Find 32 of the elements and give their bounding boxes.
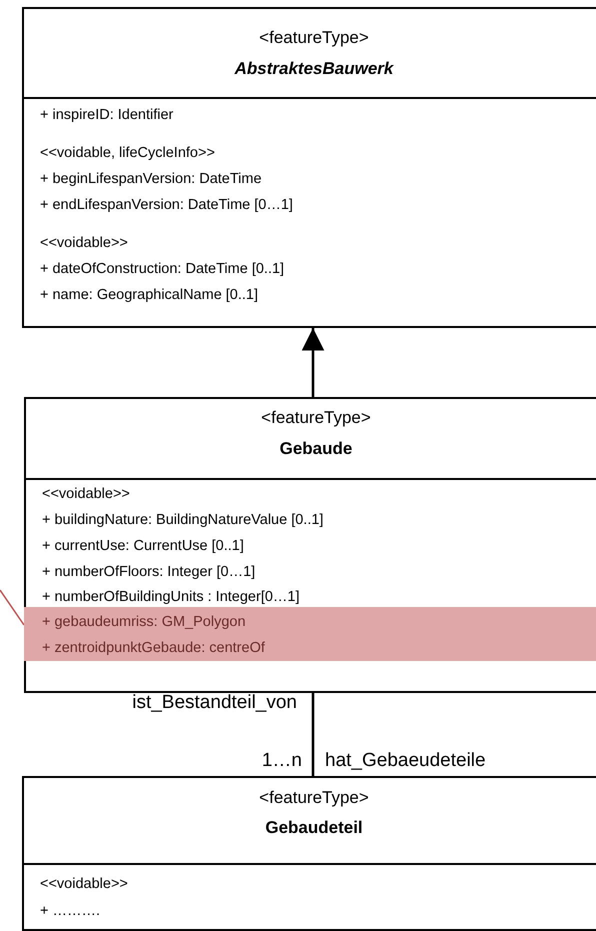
class-box <box>24 397 596 693</box>
role-label: hat_Gebaeudeteile <box>325 751 486 770</box>
class-name: Gebaudeteil <box>264 819 364 836</box>
attribute-text: <<voidable, lifeCycleInfo>> <box>40 146 215 160</box>
stereotype-label: <featureType> <box>258 29 370 46</box>
attribute-text: + endLifespanVersion: DateTime [0…1] <box>40 198 293 212</box>
generalization-arrow <box>302 328 324 397</box>
class-name: Gebaude <box>278 440 354 457</box>
attribute-text: + name: GeographicalName [0..1] <box>40 288 258 302</box>
association-line <box>312 693 314 776</box>
attribute-text: + inspireID: Identifier <box>40 108 174 122</box>
class-box <box>22 7 596 328</box>
multiplicity-label: 1…n <box>262 751 302 770</box>
class-name: AbstraktesBauwerk <box>233 60 395 77</box>
attribute-text: <<voidable>> <box>42 487 130 502</box>
leader-line <box>0 590 25 626</box>
stereotype-label: <featureType> <box>258 789 370 806</box>
attribute-text: + numberOfFloors: Integer [0…1] <box>42 565 256 580</box>
attribute-text: + currentUse: CurrentUse [0..1] <box>42 539 244 554</box>
attribute-text: <<voidable>> <box>40 877 128 892</box>
attribute-text: + ………. <box>40 904 100 918</box>
attribute-text: + zentroidpunktGebaude: centreOf <box>42 641 265 656</box>
attribute-text: + numberOfBuildingUnits : Integer[0…1] <box>42 590 300 604</box>
class-box <box>22 776 596 931</box>
role-label: ist_Bestandteil_von <box>132 693 297 712</box>
attribute-text: + gebaudeumriss: GM_Polygon <box>42 615 246 630</box>
attribute-text: + buildingNature: BuildingNatureValue [0..1] <box>42 513 324 528</box>
highlight-band <box>24 607 596 661</box>
stereotype-label: <featureType> <box>260 409 372 426</box>
attribute-text: + dateOfConstruction: DateTime [0..1] <box>40 262 284 276</box>
attribute-text: <<voidable>> <box>40 236 128 250</box>
attribute-text: + beginLifespanVersion: DateTime <box>40 172 262 186</box>
